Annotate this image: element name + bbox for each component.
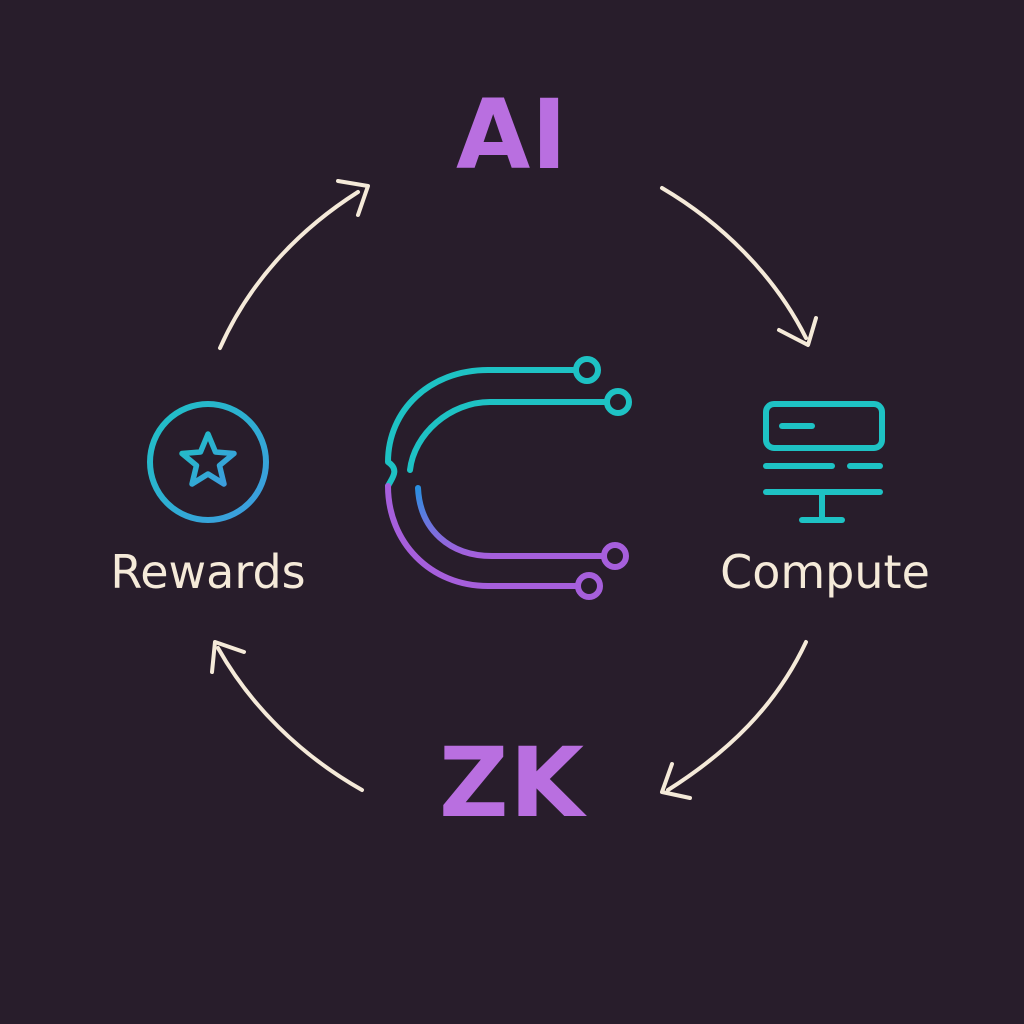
arrow-compute-to-zk xyxy=(660,640,808,800)
circuit-c-logo-icon xyxy=(385,356,632,600)
node-compute-label: Compute xyxy=(720,545,930,599)
arrow-zk-to-rewards xyxy=(210,640,364,792)
node-zk-title: ZK xyxy=(439,727,585,839)
node-ai-title: AI xyxy=(455,79,568,191)
star-badge-icon xyxy=(147,401,269,523)
node-rewards-label: Rewards xyxy=(110,545,306,599)
arrow-ai-to-compute xyxy=(660,186,818,347)
computer-monitor-icon xyxy=(763,401,885,523)
arrow-rewards-to-ai xyxy=(218,179,370,350)
